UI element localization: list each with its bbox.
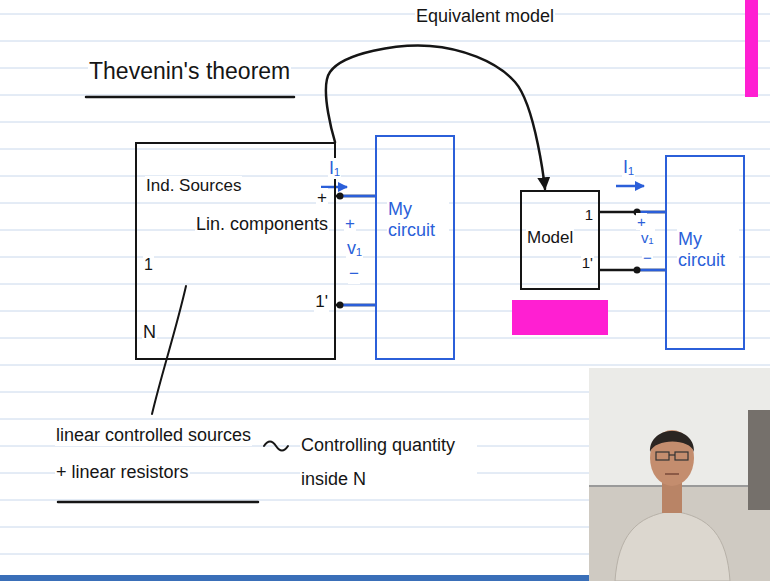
current-arrow — [616, 185, 644, 188]
note-underline — [58, 501, 258, 504]
highlight-bar — [745, 0, 758, 97]
equivalence-arrow — [326, 46, 545, 189]
model-box: Model 1 1' — [520, 190, 600, 290]
title-underline — [86, 96, 294, 99]
blue-wire — [637, 269, 665, 272]
ruled-line — [0, 41, 770, 42]
terminal-dot — [337, 193, 344, 200]
box-label: Model — [526, 228, 574, 248]
ruled-line — [0, 311, 770, 312]
highlight-bar — [512, 300, 608, 335]
polarity-sign: − — [348, 264, 360, 284]
wire — [600, 211, 665, 214]
tilde-bracket — [264, 442, 288, 451]
polarity-sign: − — [642, 249, 653, 266]
ruled-line — [0, 203, 770, 204]
blue-wire — [340, 304, 375, 307]
load-circuit-box: My circuit — [375, 135, 455, 360]
box-label: My circuit — [677, 229, 739, 270]
load-circuit-box: My circuit — [665, 155, 745, 350]
wire — [600, 269, 665, 272]
ruled-line — [0, 122, 770, 123]
terminal-dot — [634, 267, 641, 274]
lecturer-hair — [650, 431, 694, 452]
lecturer-head — [650, 430, 694, 486]
note-text: linear controlled sources — [55, 425, 252, 446]
title-text: Thevenin's theorem — [88, 58, 291, 84]
current-label: I₁ — [328, 158, 341, 179]
leader-line — [152, 286, 186, 414]
voltage-label: v₁ — [346, 238, 363, 259]
lecturer-video — [589, 368, 770, 581]
box-label: My circuit — [387, 199, 449, 240]
ruled-line — [0, 338, 770, 339]
terminal-label: 1' — [581, 254, 594, 271]
lecturer-torso — [615, 511, 730, 581]
network-box: Ind. Sources + Lin. components 1 1' N — [135, 142, 336, 360]
glasses — [669, 454, 675, 455]
ruled-line — [0, 365, 770, 366]
glasses — [656, 452, 669, 460]
ruled-line — [0, 176, 770, 177]
terminal-label: 1' — [314, 292, 329, 312]
note-text: Controlling quantity inside N — [300, 428, 477, 496]
terminal-dot — [337, 302, 344, 309]
glasses — [675, 452, 688, 460]
component-text: Ind. Sources — [145, 176, 242, 196]
video-backdrop — [589, 368, 770, 581]
plus-sign: Lin. components — [195, 214, 329, 235]
component-text: 1 — [143, 256, 154, 274]
door — [748, 410, 770, 510]
terminal-label: 1 — [584, 206, 594, 223]
ruled-line — [0, 14, 770, 15]
ruled-line — [0, 95, 770, 96]
connector-label: Equivalent model — [415, 6, 555, 27]
whiteboard — [589, 368, 770, 486]
ruled-line — [0, 257, 770, 258]
network-name: N — [142, 322, 157, 343]
voltage-label: v₁ — [640, 229, 655, 246]
ruled-line — [0, 149, 770, 150]
polarity-sign: + — [344, 214, 356, 234]
terminal-label: + — [316, 188, 328, 208]
ruled-lines — [0, 14, 770, 554]
ruled-line — [0, 284, 770, 285]
lecturer-mouth — [665, 473, 679, 475]
note-text: + linear resistors — [55, 462, 190, 483]
current-label: I₁ — [622, 157, 635, 178]
polarity-sign: + — [636, 213, 647, 230]
blue-wire — [340, 195, 375, 198]
